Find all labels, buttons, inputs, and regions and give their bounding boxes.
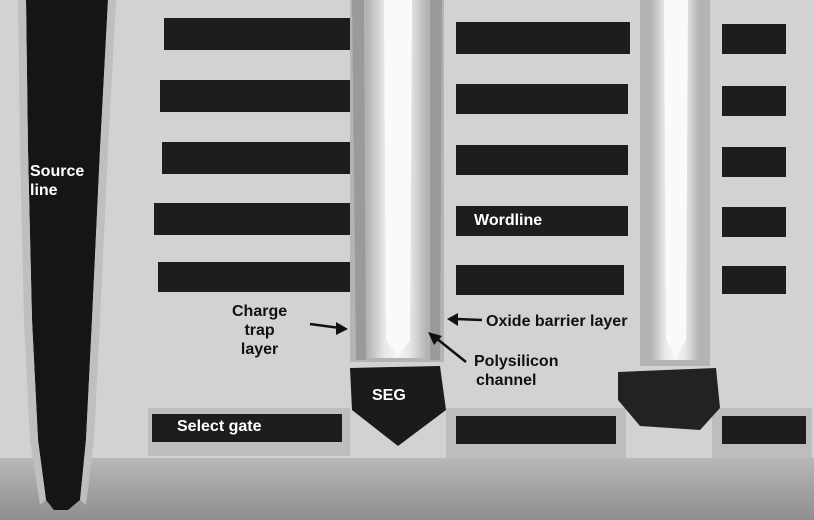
source-line-label: Source line <box>30 162 84 200</box>
charge-trap-layer-label: Charge trap layer <box>232 302 287 359</box>
source-line-trench <box>26 0 108 510</box>
left-wordline-stack <box>154 18 350 292</box>
seg-label: SEG <box>372 387 406 404</box>
annotation-arrows <box>309 313 483 363</box>
wordline-label: Wordline <box>474 212 543 229</box>
source-line-label-line1: Source <box>30 163 85 180</box>
select-gates <box>148 408 812 458</box>
source-line-label-line2: line <box>30 182 58 199</box>
polysilicon-label-line2: channel <box>476 372 537 389</box>
middle-wordline-stack <box>456 22 630 295</box>
charge-trap-label-line1: Charge <box>232 303 288 320</box>
charge-trap-label-line2: trap <box>244 322 275 339</box>
oxide-barrier-layer-label: Oxide barrier layer <box>486 313 628 330</box>
select-gate-label: Select gate <box>177 418 262 435</box>
right-channel <box>640 0 710 366</box>
right-wordline-stack <box>722 24 786 294</box>
seg-block <box>350 366 446 446</box>
charge-trap-label-line3: layer <box>240 341 279 358</box>
polysilicon-label-line1: Polysilicon <box>474 353 559 370</box>
right-seg-block <box>618 368 720 430</box>
polysilicon-channel-label: Polysilicon channel <box>474 352 558 390</box>
substrate <box>0 458 814 520</box>
middle-channel <box>350 0 444 362</box>
